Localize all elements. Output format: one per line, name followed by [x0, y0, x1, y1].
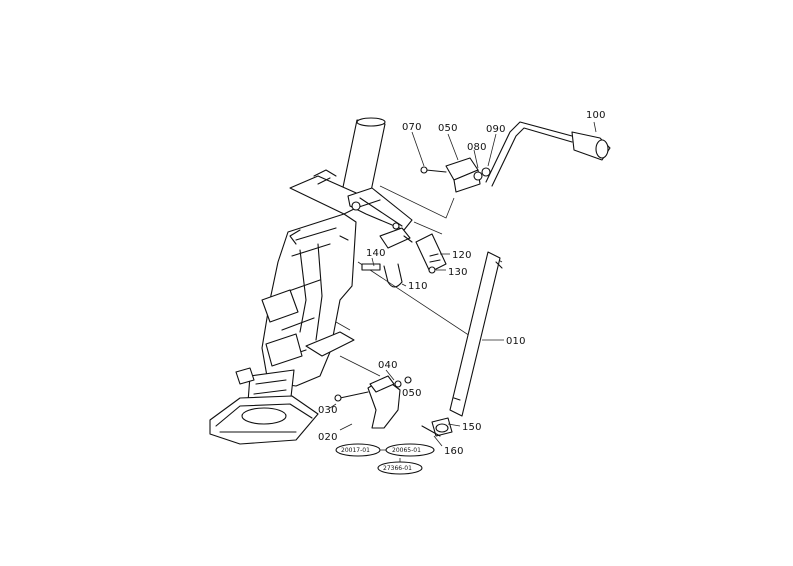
- label-020: 020: [318, 432, 338, 443]
- label-050-upper: 050: [438, 123, 458, 134]
- label-080: 080: [467, 142, 487, 153]
- reference-ovals: 20017-01 20065-01 27366-01: [335, 443, 435, 475]
- label-050-lower: 050: [402, 388, 422, 399]
- label-140: 140: [366, 248, 386, 259]
- ref-oval-c: [377, 461, 423, 475]
- ref-oval-b-text: 20065-01: [392, 447, 421, 454]
- handle-lever: [485, 121, 611, 187]
- label-090: 090: [486, 124, 506, 135]
- label-120: 120: [452, 250, 472, 261]
- label-070: 070: [402, 122, 422, 133]
- lower-linkage: [334, 375, 412, 429]
- ref-oval-a-text: 20017-01: [341, 447, 370, 454]
- label-030: 030: [318, 405, 338, 416]
- label-110: 110: [408, 281, 428, 292]
- label-100: 100: [586, 110, 606, 121]
- rod-010: [421, 251, 503, 437]
- callout-labels: 070 050 080 090 100 120 130 140 110 010 …: [318, 110, 606, 457]
- upper-bracket-050: [420, 157, 491, 193]
- lock-assembly: [361, 233, 447, 288]
- label-130: 130: [448, 267, 468, 278]
- label-010: 010: [506, 336, 526, 347]
- callout-leaders: [329, 121, 597, 447]
- ref-oval-c-text: 27366-01: [383, 465, 412, 472]
- label-040: 040: [378, 360, 398, 371]
- upper-linkage: [347, 187, 413, 249]
- label-150: 150: [462, 422, 482, 433]
- label-160: 160: [444, 446, 464, 457]
- column-assembly: [209, 117, 386, 445]
